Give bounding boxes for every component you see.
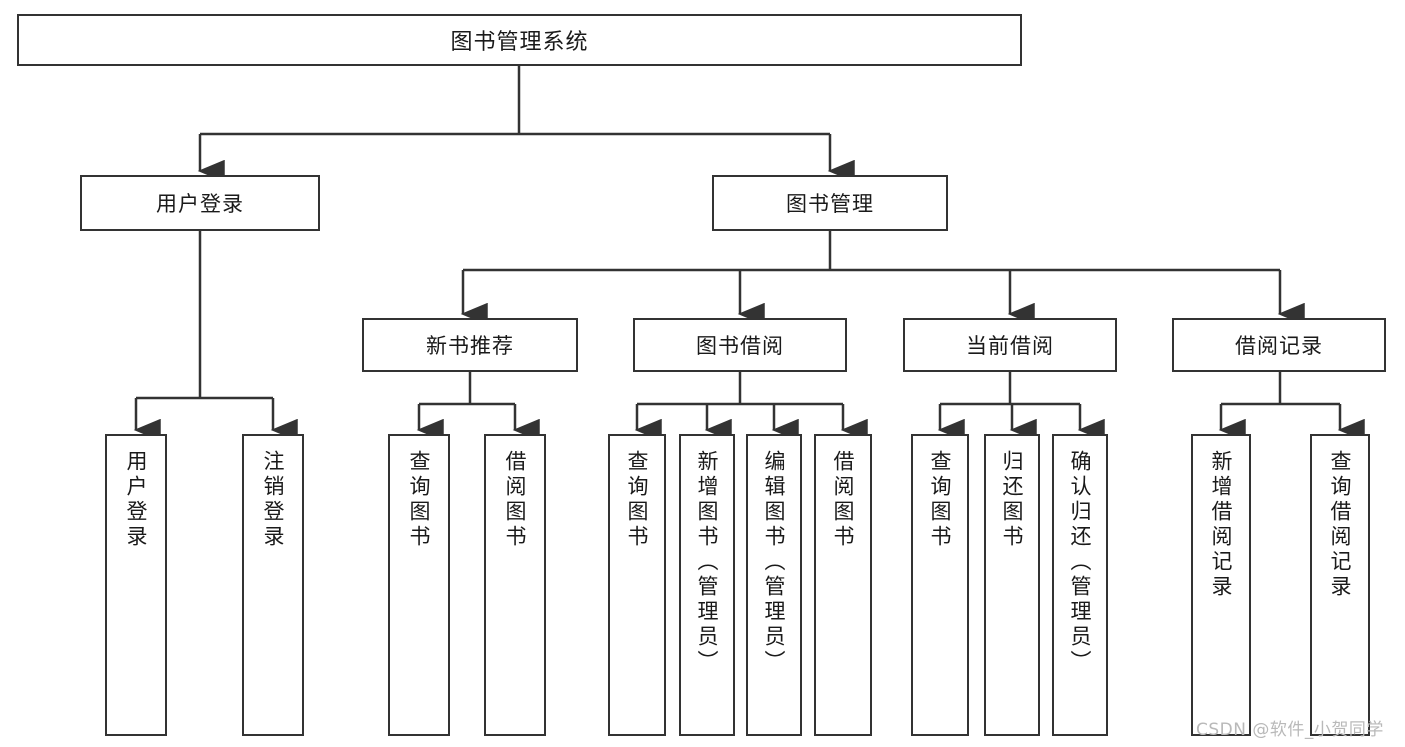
node-user-login-label: 用户登录 — [156, 192, 244, 216]
node-leaf-borrow-book-rec[interactable]: 借阅图书 — [484, 434, 546, 736]
node-leaf-query-book-borrow-label: 查询图书 — [625, 450, 650, 550]
node-book-manage-label: 图书管理 — [786, 192, 874, 216]
node-new-book-rec-label: 新书推荐 — [426, 334, 514, 358]
node-leaf-borrow-book-rec-label: 借阅图书 — [503, 450, 528, 550]
node-borrow-record[interactable]: 借阅记录 — [1172, 318, 1386, 372]
node-book-borrow-label: 图书借阅 — [696, 334, 784, 358]
node-borrow-record-label: 借阅记录 — [1235, 334, 1323, 358]
node-current-borrow[interactable]: 当前借阅 — [903, 318, 1117, 372]
node-leaf-borrow-book[interactable]: 借阅图书 — [814, 434, 872, 736]
node-leaf-user-login[interactable]: 用户登录 — [105, 434, 167, 736]
node-leaf-confirm-return[interactable]: 确认归还（管理员） — [1052, 434, 1108, 736]
node-leaf-add-record[interactable]: 新增借阅记录 — [1191, 434, 1251, 736]
node-book-borrow[interactable]: 图书借阅 — [633, 318, 847, 372]
watermark-text: CSDN @软件_小贺同学 — [1196, 720, 1384, 740]
node-root-label: 图书管理系统 — [450, 30, 589, 55]
node-leaf-return-book-label: 归还图书 — [1000, 450, 1025, 550]
node-leaf-add-book-label: 新增图书（管理员） — [695, 450, 720, 675]
node-leaf-query-book-rec[interactable]: 查询图书 — [388, 434, 450, 736]
node-leaf-query-book-rec-label: 查询图书 — [407, 450, 432, 550]
node-leaf-add-record-label: 新增借阅记录 — [1209, 450, 1234, 600]
node-leaf-borrow-book-label: 借阅图书 — [831, 450, 856, 550]
node-leaf-edit-book[interactable]: 编辑图书（管理员） — [746, 434, 802, 736]
node-leaf-user-logout-label: 注销登录 — [261, 450, 286, 550]
node-user-login[interactable]: 用户登录 — [80, 175, 320, 231]
node-current-borrow-label: 当前借阅 — [966, 334, 1054, 358]
node-leaf-query-book-cur-label: 查询图书 — [928, 450, 953, 550]
node-leaf-user-logout[interactable]: 注销登录 — [242, 434, 304, 736]
node-leaf-confirm-return-label: 确认归还（管理员） — [1068, 450, 1093, 675]
node-leaf-return-book[interactable]: 归还图书 — [984, 434, 1040, 736]
node-leaf-query-record-label: 查询借阅记录 — [1328, 450, 1353, 600]
node-new-book-rec[interactable]: 新书推荐 — [362, 318, 578, 372]
node-book-manage[interactable]: 图书管理 — [712, 175, 948, 231]
node-leaf-query-book-cur[interactable]: 查询图书 — [911, 434, 969, 736]
node-leaf-user-login-label: 用户登录 — [124, 450, 149, 550]
node-leaf-add-book[interactable]: 新增图书（管理员） — [679, 434, 735, 736]
node-root[interactable]: 图书管理系统 — [17, 14, 1022, 66]
node-leaf-query-book-borrow[interactable]: 查询图书 — [608, 434, 666, 736]
node-leaf-query-record[interactable]: 查询借阅记录 — [1310, 434, 1370, 736]
node-leaf-edit-book-label: 编辑图书（管理员） — [762, 450, 787, 675]
